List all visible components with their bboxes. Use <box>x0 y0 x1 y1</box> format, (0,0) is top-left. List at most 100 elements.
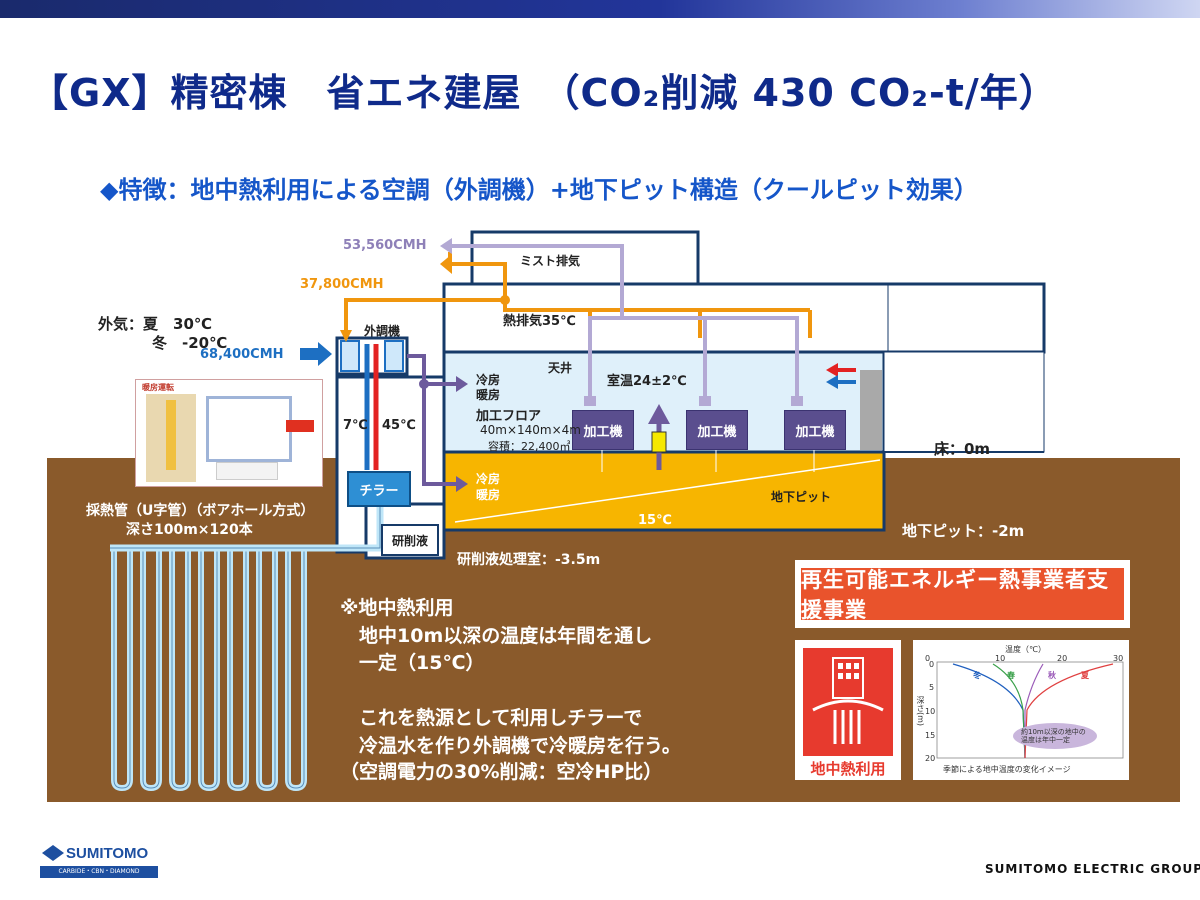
sumitomo-mark-icon <box>42 845 64 861</box>
season-curve <box>1024 663 1044 758</box>
top-band <box>0 0 1200 18</box>
header-pipe-outline <box>110 504 381 549</box>
orange-arrow-intake <box>340 330 352 342</box>
graph-caption: 季節による地中温度の変化イメージ <box>943 765 1071 774</box>
inset-room <box>286 420 314 432</box>
pit-label: 地下ピット <box>771 490 832 504</box>
intake-flow: 68,400CMH <box>200 347 284 362</box>
intake-arrow <box>300 342 332 366</box>
outside-air-winter: 冬 -20℃ <box>152 334 228 352</box>
orange-junction <box>500 295 510 305</box>
note-line-5: これを熱源として利用しチラーで <box>340 707 643 729</box>
temp-cold: 7℃ <box>343 418 368 433</box>
borehole-pipe <box>285 548 307 792</box>
graph-ytick-1: 5 <box>929 683 935 692</box>
graph-frame <box>936 661 1124 759</box>
exhaust-flow-1: 53,560CMH <box>343 238 427 253</box>
purple-duct-mist <box>452 244 624 318</box>
graph-note-bubble <box>1013 723 1097 749</box>
graph-xtick-1: 10 <box>995 654 1006 663</box>
coolant-room-level: 研削液処理室：-3.5m <box>457 552 601 568</box>
supply-arrow-upper <box>456 376 468 392</box>
graph-ylabel: 深さ(m) <box>916 696 925 727</box>
floor-dims: 40m×140m×4m <box>480 423 581 437</box>
purple-arrow-mist <box>440 238 452 254</box>
borehole-pipe <box>140 548 162 792</box>
season-spring: 春 <box>1007 671 1015 680</box>
lower-cooling: 冷房 <box>476 472 501 486</box>
chiller-unit: チラー <box>347 471 411 507</box>
graph-xtick-0: 0 <box>925 654 931 663</box>
geothermal-card-icon <box>803 648 893 756</box>
sumitomo-electric-logo: SUMITOMO ELECTRIC GROUP <box>985 862 1200 876</box>
graph-xtick-3: 30 <box>1113 654 1124 663</box>
geothermal-card-label: 地中熱利用 <box>810 760 886 778</box>
graph-ytick-0: 0 <box>929 660 935 669</box>
heating-inset: 暖房運転 <box>135 379 323 487</box>
season-summer: 夏 <box>1081 671 1089 680</box>
note-line-3: 一定（15℃） <box>340 652 485 674</box>
heat-exhaust-label: 熱排気35℃ <box>503 314 576 329</box>
page-title: 【GX】精密棟 省エネ建屋 （CO₂削減 430 CO₂-t/年） <box>30 71 1058 115</box>
inset-loop <box>206 396 292 462</box>
borehole-pipe-outline <box>229 548 247 789</box>
graph-curves <box>952 663 1114 759</box>
red-arrow-head <box>826 363 838 377</box>
note-line-6: 冷温水を作り外調機で冷暖房を行う。 <box>340 735 681 757</box>
hood-2 <box>699 396 711 406</box>
outside-air-summer: 外気：夏 30℃ <box>98 315 213 333</box>
borehole-pipe-outline <box>200 548 218 789</box>
borehole-pipe <box>198 548 220 792</box>
borehole-pipe <box>169 548 191 792</box>
floor-name: 加工フロア <box>476 409 542 424</box>
season-autumn: 秋 <box>1048 671 1056 680</box>
sumitomo-logo-sub: CARBIDE・CBN・DIAMOND <box>40 866 158 878</box>
right-room <box>883 351 1045 453</box>
graph-ytick-3: 15 <box>925 731 936 740</box>
season-curve <box>1024 663 1114 759</box>
coolant-tank: 研削液 <box>381 524 439 556</box>
sumitomo-logo-main: SUMITOMO <box>40 840 158 866</box>
borehole-pipe <box>256 548 278 792</box>
subsidy-banner: 再生可能エネルギー熱事業者支援事業 <box>795 560 1130 628</box>
page-subtitle: ◆特徴：地中熱利用による空調（外調機）+地下ピット構造（クールピット効果） <box>100 176 978 204</box>
ground-temp-graph: 温度（℃） 0 10 20 30 0 5 10 15 20 深さ(m) 冬 春 … <box>913 640 1129 780</box>
season-winter: 冬 <box>973 671 981 680</box>
floor-level: 床：0m <box>934 440 991 458</box>
graph-ytick-2: 10 <box>925 707 936 716</box>
blue-arrow-head <box>826 375 838 389</box>
upper-heating: 暖房 <box>476 388 501 402</box>
geothermal-card: 地中熱利用 <box>795 640 901 780</box>
upper-cooling: 冷房 <box>476 373 501 387</box>
borehole-pipe-outline <box>287 548 305 789</box>
room-temp-label: 室温24±2℃ <box>607 374 687 389</box>
note-line-1: ※地中熱利用 <box>340 597 454 619</box>
worker-marker <box>651 431 667 453</box>
hood-1 <box>584 396 596 406</box>
oac-coil-right <box>384 340 404 372</box>
graph-title: 温度（℃） <box>1005 645 1046 654</box>
inset-legend <box>216 462 278 480</box>
pipe-label-1: 採熱管（U字管）（ボアホール方式） <box>86 503 315 519</box>
borehole-pipe-outline <box>142 548 160 789</box>
supply-duct-upper <box>407 354 456 386</box>
supply-arrow-lower <box>456 476 468 492</box>
season-curve <box>992 663 1026 759</box>
exhaust-flow-2: 37,800CMH <box>300 277 384 292</box>
mist-housing <box>470 230 700 286</box>
temp-hot: 45℃ <box>382 418 416 433</box>
note-line-2: 地中10m以深の温度は年間を通し <box>340 625 653 647</box>
inset-title: 暖房運転 <box>142 383 174 392</box>
oac-label: 外調機 <box>364 324 401 338</box>
machine-3: 加工機 <box>784 410 846 450</box>
supply-duct-lower <box>422 384 456 486</box>
graph-ytick-4: 20 <box>925 754 936 763</box>
sumitomo-logo-text: SUMITOMO <box>66 844 149 862</box>
purple-duct-main <box>588 316 799 404</box>
borehole-pipe <box>227 548 249 792</box>
hood-3 <box>791 396 803 406</box>
orange-arrow-exhaust <box>440 254 452 274</box>
floor-volume: 容積：22,400㎥ <box>488 440 571 453</box>
subsidy-banner-text: 再生可能エネルギー熱事業者支援事業 <box>801 568 1124 622</box>
